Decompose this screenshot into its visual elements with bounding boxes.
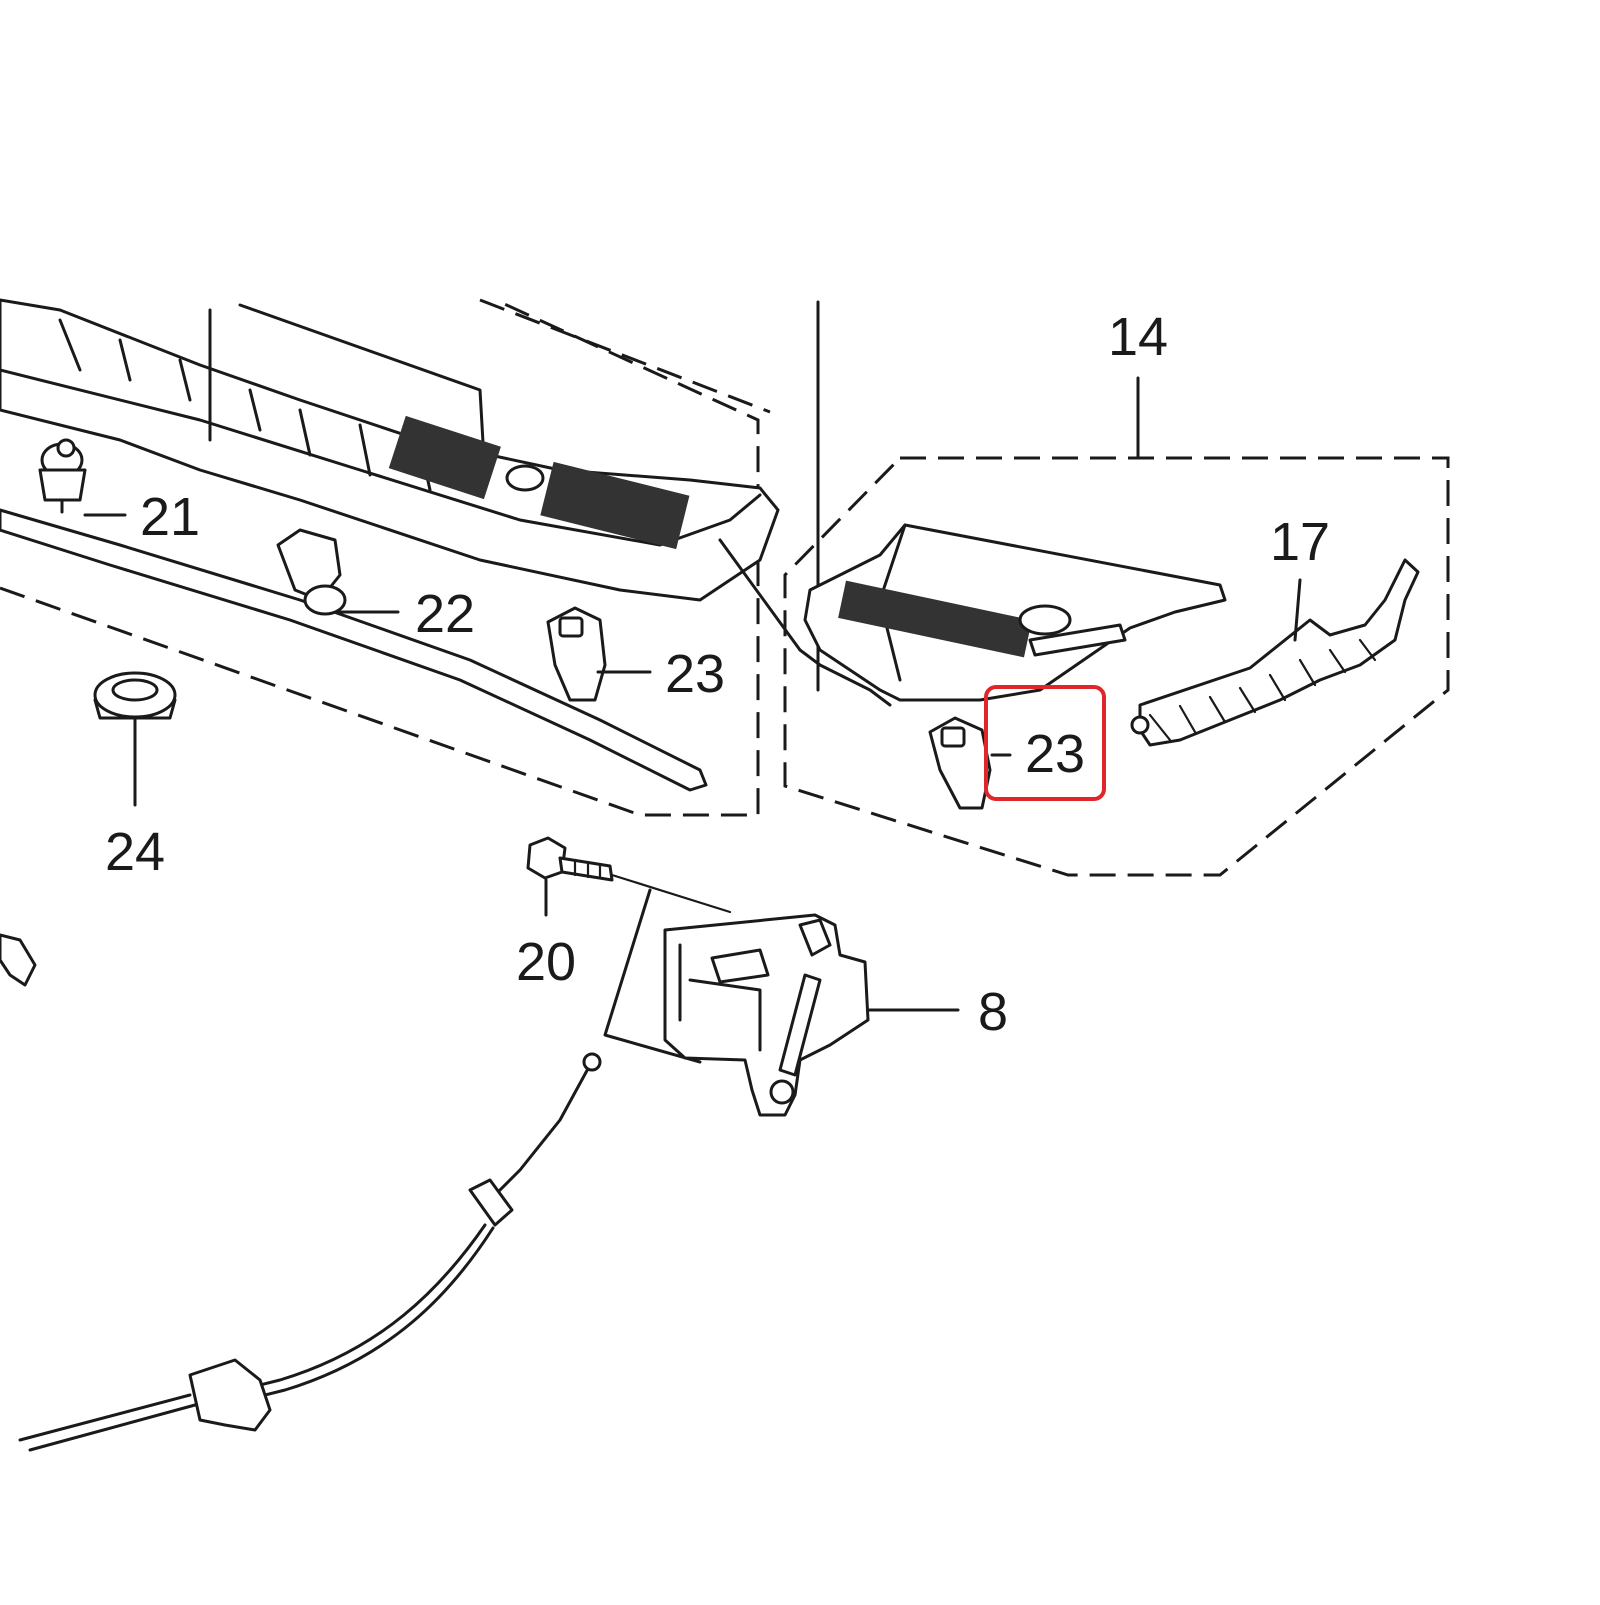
bolt-20-icon [526,836,614,882]
grommet-24-icon [93,671,177,720]
callout-24: 24 [105,822,165,882]
cowl-top-assembly-left [0,298,802,817]
callout-17: 17 [1270,512,1330,572]
clip-21-icon [38,438,87,514]
callout-22: 22 [415,584,475,644]
callout-21: 21 [140,487,200,547]
leader-lines [83,376,1302,1012]
clip-23-left-icon [546,606,607,702]
cowl-top-assembly-right [783,300,1450,877]
clip-22-icon [276,528,347,616]
callout-20: 20 [516,932,576,992]
left-edge-fastener-icon [0,933,37,987]
hood-latch-8-icon [603,888,870,1117]
callout-23-left: 23 [665,644,725,704]
clip-23-right-icon [928,716,992,810]
group-boundary-14 [783,456,1450,877]
highlight-box [984,685,1106,801]
seal-17-icon [1130,558,1420,747]
callout-23-right: 23 [1025,724,1085,784]
callout-8: 8 [978,982,1008,1042]
callout-14: 14 [1108,307,1168,367]
release-cable-icon [18,1052,602,1452]
